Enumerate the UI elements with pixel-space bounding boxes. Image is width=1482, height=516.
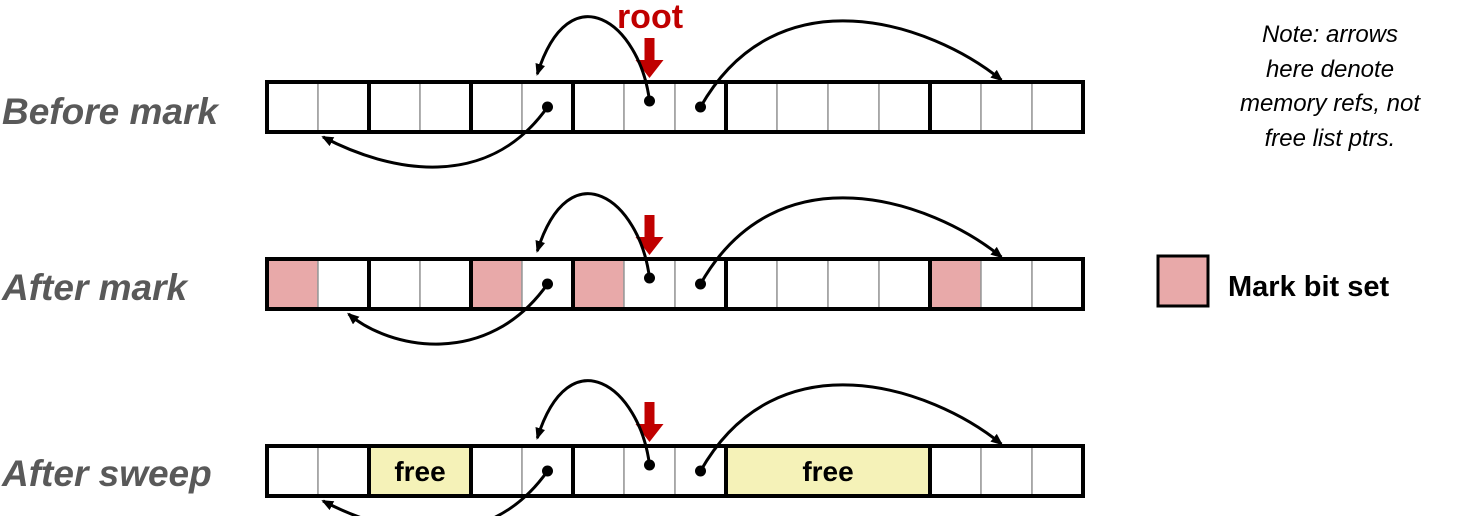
ref-arrow (321, 470, 549, 516)
payload-word (878, 81, 931, 133)
payload-word (980, 445, 1033, 497)
payload-word (776, 81, 829, 133)
header-word (266, 445, 319, 497)
heap-block (928, 444, 1085, 498)
payload-word (623, 258, 676, 310)
header-word (470, 81, 523, 133)
root-arrow-head (635, 237, 664, 255)
payload-word (623, 445, 676, 497)
payload-word (1031, 445, 1084, 497)
note-line-3: memory refs, not (1240, 90, 1421, 117)
free-block-label: free (802, 456, 853, 487)
payload-word (827, 81, 880, 133)
payload-word (878, 258, 931, 310)
note-line-1: Note: arrows (1262, 21, 1398, 48)
memory-ref-arrows (321, 15, 1003, 516)
free-block-label: free (394, 456, 445, 487)
header-word (929, 445, 982, 497)
header-word (368, 258, 421, 310)
root-label: root (617, 0, 683, 36)
heap-block (928, 257, 1085, 311)
ref-arrow (535, 15, 651, 102)
header-word (725, 81, 778, 133)
header-word (929, 81, 982, 133)
root-arrow-head (635, 424, 664, 442)
ref-arrow (535, 379, 651, 466)
payload-word (1031, 258, 1084, 310)
legend: Mark bit set (1156, 254, 1389, 308)
header-word (470, 258, 523, 310)
heap-row-before-mark (265, 38, 1085, 134)
free-block (369, 446, 471, 496)
note-line-2: here denote (1266, 56, 1394, 83)
header-word (572, 81, 625, 133)
header-word (266, 81, 319, 133)
payload-word (623, 81, 676, 133)
ref-arrow (535, 192, 651, 279)
row-label-after-sweep: After sweep (1, 453, 212, 494)
ref-arrow (347, 283, 549, 346)
payload-word (980, 81, 1033, 133)
payload-word (419, 258, 472, 310)
note-line-4: free list ptrs. (1265, 125, 1396, 152)
ref-arrow (699, 196, 1003, 285)
legend-label: Mark bit set (1228, 271, 1389, 303)
ref-arrow (321, 106, 549, 169)
heap-row-after-mark (265, 215, 1085, 311)
payload-word (317, 258, 370, 310)
payload-word (980, 258, 1033, 310)
payload-word (1031, 81, 1084, 133)
header-word (368, 81, 421, 133)
payload-word (419, 81, 472, 133)
row-label-after-mark: After mark (1, 267, 189, 308)
header-word (266, 258, 319, 310)
free-block (726, 446, 930, 496)
payload-word (776, 258, 829, 310)
root-arrow-shaft (644, 402, 655, 426)
payload-word (317, 81, 370, 133)
legend-swatch (1156, 254, 1210, 308)
root-arrow-shaft (644, 38, 655, 62)
header-word (725, 258, 778, 310)
payload-word (827, 258, 880, 310)
payload-word (317, 445, 370, 497)
header-word (470, 445, 523, 497)
header-word (572, 258, 625, 310)
header-word (929, 258, 982, 310)
heap-block (928, 80, 1085, 134)
row-label-before-mark: Before mark (2, 91, 220, 132)
note: Note: arrows here denote memory refs, no… (1240, 21, 1421, 152)
root-arrow-head (635, 60, 664, 78)
header-word (572, 445, 625, 497)
ref-arrow (699, 383, 1003, 472)
root-arrow-shaft (644, 215, 655, 239)
ref-arrow (699, 19, 1003, 108)
